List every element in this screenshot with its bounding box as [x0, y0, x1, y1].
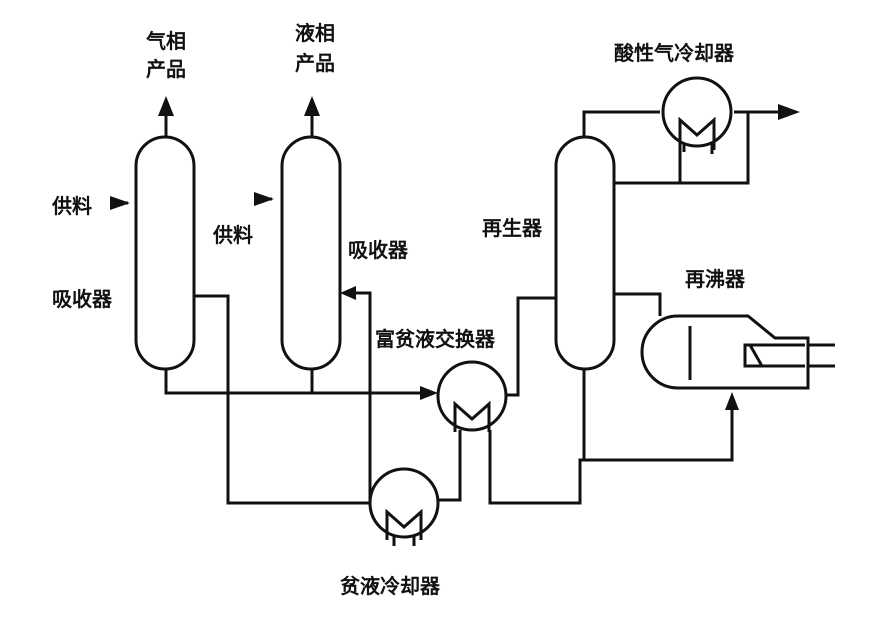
gas-product-label-line1: 气相 [145, 29, 186, 53]
acid-gas-cooler-exchanger [661, 76, 733, 150]
lean-cooler-exchanger [368, 467, 440, 540]
rich-lean-exchanger-label: 富贫液交换器 [375, 327, 496, 351]
absorber-vessel-mid [280, 135, 342, 371]
gas-product-label-line2: 产品 [146, 57, 186, 81]
absorber-label-left: 吸收器 [52, 287, 113, 311]
regenerator-overhead-line [582, 110, 660, 140]
lean-return-left-line [192, 294, 372, 505]
lean-to-absorber-line [352, 291, 372, 505]
reflux-line-right [680, 112, 750, 185]
feed-mid-arrow [254, 192, 274, 206]
reboiler-tube-bundle [743, 343, 805, 368]
feed-label-left: 供料 [51, 194, 92, 218]
rich-to-regenerator-line [504, 296, 556, 397]
gas-product-arrow [158, 96, 174, 116]
reboiler-in-arrow [725, 392, 739, 410]
exchanger-to-cooler-line [438, 430, 462, 502]
acid-gas-out-arrow [778, 104, 800, 120]
feed-left-arrow [110, 196, 130, 210]
absorber-label-mid: 吸收器 [348, 238, 409, 262]
absorber-vessel-left [134, 135, 196, 371]
regenerator-vessel [554, 135, 616, 371]
rich-lean-exchanger [436, 360, 508, 432]
reboiler-shell [640, 314, 810, 390]
rich-to-exchanger-arrow [420, 386, 438, 400]
reflux-line [612, 150, 682, 185]
liquid-product-label-line2: 产品 [295, 51, 335, 75]
lean-from-exchanger-line [488, 405, 734, 505]
feed-label-mid: 供料 [212, 223, 253, 247]
rich-solvent-line [164, 368, 430, 395]
liquid-product-arrow [304, 96, 320, 116]
lean-into-absorber-arrow [340, 286, 356, 300]
reboiler-label: 再沸器 [685, 267, 746, 291]
liquid-product-label-line1: 液相 [295, 21, 335, 45]
regenerator-to-reboiler-line [612, 292, 662, 316]
lean-cooler-label: 贫液冷却器 [340, 574, 441, 598]
acid-gas-cooler-label: 酸性气冷却器 [614, 41, 735, 65]
reboiler-tube-bend [748, 344, 764, 367]
regenerator-label: 再生器 [482, 216, 543, 240]
